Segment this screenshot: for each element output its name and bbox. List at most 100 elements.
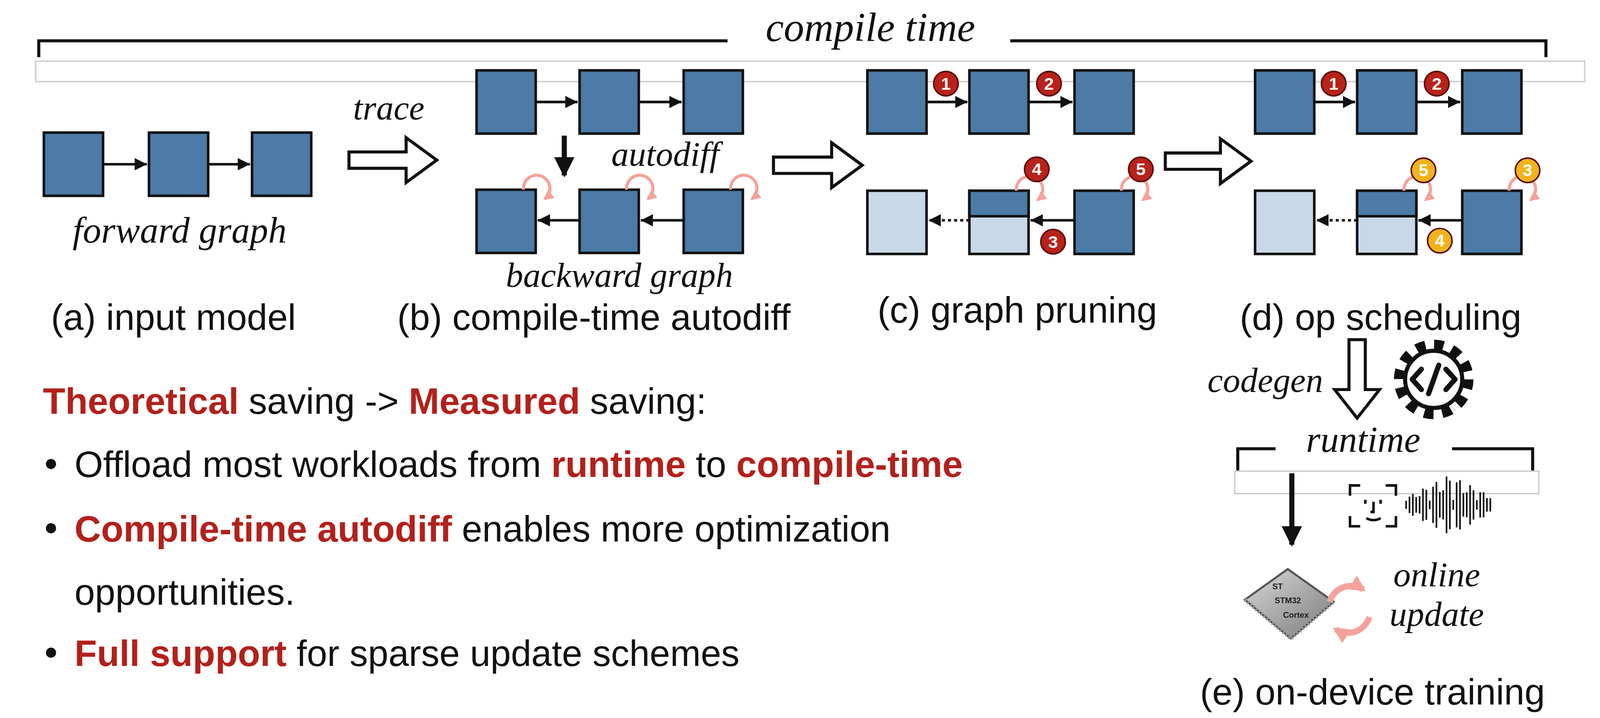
callout-number: 2 <box>1431 73 1442 94</box>
graph-arrow <box>535 100 578 104</box>
waveform-stroke <box>1465 492 1468 518</box>
graph-arrow <box>1418 218 1463 222</box>
waveform-stroke <box>1486 498 1488 512</box>
text-line: Theoreticalsaving ->Measuredsaving: <box>42 369 1064 433</box>
waveform-stroke <box>1432 486 1434 523</box>
graph-op-box <box>1356 190 1417 255</box>
waveform-stroke <box>1442 490 1444 520</box>
callout-number: 5 <box>1418 160 1429 181</box>
highlight-text: runtime <box>551 443 686 485</box>
step-label: autodiff <box>611 134 720 175</box>
callout-number: 1 <box>941 73 951 94</box>
face-icon <box>1350 485 1397 527</box>
panel-caption: (e) on-device training <box>1199 670 1545 714</box>
graph-arrow <box>926 100 968 104</box>
graph-arrow <box>638 100 682 104</box>
graph-op-box <box>683 189 744 253</box>
callout-circle <box>1036 71 1062 96</box>
waveform-stroke <box>1476 500 1478 510</box>
callout-number: 3 <box>1048 231 1058 252</box>
bullet-dot <box>45 523 56 534</box>
callout-circle <box>1128 157 1153 182</box>
graph-arrow <box>537 218 580 222</box>
graph-label: backward graph <box>505 255 733 296</box>
text-line: Compile-time autodiffenables more optimi… <box>74 497 1034 624</box>
callout-circle <box>1427 228 1452 254</box>
graph-op-box <box>1074 190 1134 255</box>
chip-marking: ST <box>1272 582 1284 592</box>
graph-op-box <box>1356 70 1417 134</box>
text-line: Full supportfor sparse update schemes <box>74 621 1197 685</box>
waveform-stroke <box>1479 492 1481 518</box>
highlight-text: compile-time <box>736 443 963 485</box>
waveform-stroke <box>1449 480 1451 530</box>
graph-op-box <box>1462 190 1522 255</box>
highlight-text: Full support <box>74 632 287 674</box>
chip-pins <box>1245 599 1334 639</box>
body-text: saving: <box>590 380 707 422</box>
codegen-arrow <box>1334 339 1380 419</box>
graph-op-box <box>969 70 1029 134</box>
body-text: to <box>695 443 727 485</box>
graph-op-box <box>579 189 639 253</box>
graph-arrow <box>1030 218 1075 222</box>
highlight-text: Compile-time autodiff <box>74 508 452 550</box>
waveform-stroke <box>1428 500 1431 510</box>
callout-number: 2 <box>1044 73 1054 94</box>
graph-op-box <box>1255 190 1315 255</box>
step-label: codegen <box>1207 360 1324 401</box>
update-cycle <box>1329 585 1364 602</box>
graph-op-box <box>252 132 312 196</box>
graph-arrow <box>1416 100 1461 104</box>
stage-arrow <box>1165 138 1252 184</box>
graph-op-box <box>149 132 209 196</box>
waveform-stroke <box>1415 497 1417 514</box>
waveform-stroke <box>1482 492 1485 518</box>
panel-caption: (a) input model <box>51 296 297 339</box>
chip-marking: STM32 <box>1274 596 1302 606</box>
graph-arrow <box>928 218 970 222</box>
graph-arrow <box>103 162 148 166</box>
bullet-dot <box>45 459 56 470</box>
graph-label: forward graph <box>72 209 287 252</box>
waveform-stroke <box>1408 496 1411 514</box>
graph-arrow <box>1316 218 1358 222</box>
body-text: for sparse update schemes <box>296 632 740 674</box>
waveform-stroke <box>1445 476 1448 534</box>
update-loop <box>730 175 758 199</box>
callout-circle <box>1424 71 1450 96</box>
update-loop <box>523 175 550 199</box>
waveform-stroke <box>1462 492 1465 517</box>
step-label: trace <box>352 88 425 129</box>
callout-circle <box>1040 229 1066 255</box>
graph-arrow <box>1028 100 1073 104</box>
graph-op-box <box>867 70 927 134</box>
graph-op-box <box>43 132 104 196</box>
waveform-stroke <box>1435 481 1438 528</box>
callout-number: 4 <box>1031 159 1042 180</box>
callout-circle <box>1515 158 1540 183</box>
callout-number: 5 <box>1136 159 1146 180</box>
autodiff-arrow <box>561 135 568 176</box>
graph-op-box <box>1255 70 1315 134</box>
waveform-stroke <box>1422 488 1424 521</box>
graph-op-box <box>1074 70 1134 134</box>
bullet-dot <box>45 647 56 658</box>
graph-op-box-part <box>1356 190 1417 217</box>
graph-arrow <box>1314 100 1356 104</box>
graph-op-box <box>867 190 927 255</box>
step-label: online update <box>1370 555 1504 635</box>
highlight-text: Measured <box>408 380 581 422</box>
callout-circle <box>933 71 959 96</box>
deploy-arrow <box>1289 473 1295 545</box>
callout-number: 3 <box>1522 160 1533 181</box>
panel-caption: (d) op scheduling <box>1239 296 1522 339</box>
graph-op-box-part <box>969 190 1029 217</box>
graph-op-box <box>1462 70 1522 134</box>
callout-circle <box>1024 157 1050 182</box>
waveform-stroke <box>1438 491 1441 518</box>
waveform-stroke <box>1418 496 1421 514</box>
callout-number: 1 <box>1328 73 1339 94</box>
callout-circle <box>1321 71 1346 96</box>
